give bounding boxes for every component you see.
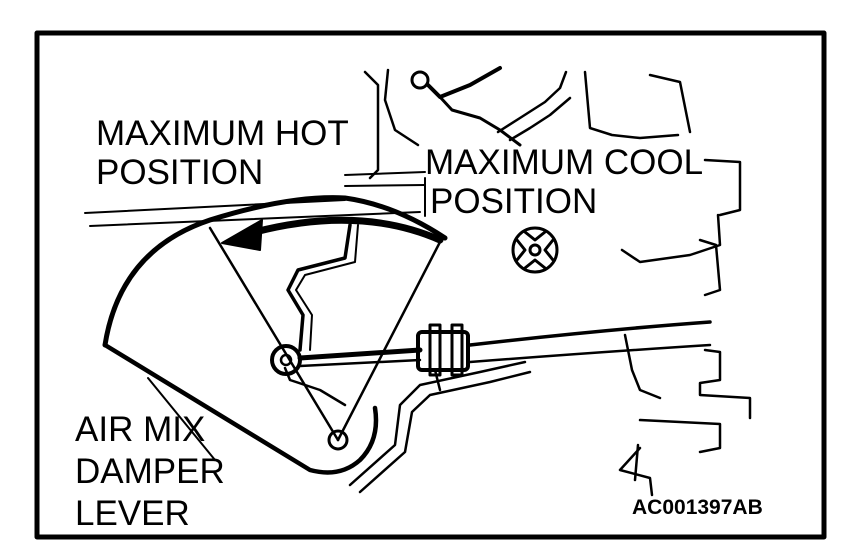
figure-code: AC001397AB — [632, 496, 763, 519]
right-housing — [618, 238, 752, 497]
leader-lines — [84, 171, 426, 461]
figure-frame — [34, 30, 827, 540]
upper-housing — [363, 66, 742, 264]
cable-clamp — [416, 330, 470, 372]
mounting-bolt-icon — [511, 226, 559, 274]
max-cool-label-line-1: MAXIMUM COOL — [425, 143, 704, 182]
lever-label-line-1: AIR MIX — [75, 410, 206, 449]
max-hot-label-line-1: MAXIMUM HOT — [96, 114, 349, 153]
hose-clip — [410, 70, 430, 90]
max-cool-label-line-2: POSITION — [430, 182, 598, 221]
max-hot-label-line-2: POSITION — [96, 153, 264, 192]
lever-pivot — [327, 429, 349, 451]
rotation-arrow-icon — [221, 216, 444, 251]
lever-label-line-3: LEVER — [75, 494, 190, 533]
lower-bracket — [348, 360, 532, 494]
lever-label-line-2: DAMPER — [75, 452, 225, 491]
control-cable — [270, 320, 712, 377]
